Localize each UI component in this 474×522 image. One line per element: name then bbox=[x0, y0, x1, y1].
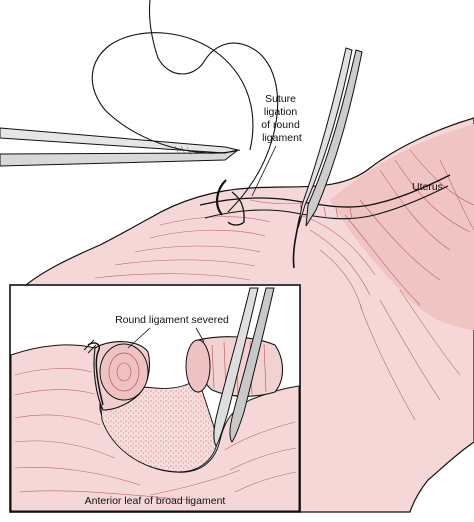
suture-thread bbox=[148, 0, 279, 213]
leader-round-ligament-severed-right bbox=[195, 327, 205, 343]
suture-loop bbox=[91, 32, 254, 154]
label-suture-ligation-line-4: ligament bbox=[262, 132, 302, 144]
stump-left-ligature bbox=[87, 342, 104, 406]
tissue-hatching bbox=[94, 149, 474, 421]
round-ligament-lower-edge bbox=[204, 185, 449, 220]
upper-clamp-right-jaw bbox=[305, 49, 363, 227]
label-suture-ligation-line-3: of round bbox=[261, 119, 300, 131]
leader-suture-ligation bbox=[251, 145, 277, 197]
leader-round-ligament-severed-left bbox=[127, 327, 151, 349]
upper-clamp bbox=[292, 47, 363, 269]
label-round-ligament-severed: Round ligament severed bbox=[115, 314, 229, 349]
stump-left-cut-surface bbox=[99, 343, 149, 401]
inset-panel bbox=[9, 284, 301, 513]
needle-holder bbox=[0, 127, 239, 167]
needle-holder-upper-jaw bbox=[0, 127, 239, 154]
label-suture-ligation-line-1: Suture bbox=[265, 93, 296, 105]
stump-right-cut-surface bbox=[185, 339, 211, 393]
label-suture-ligation: Suture ligation of round ligament bbox=[251, 93, 302, 197]
svg-text:Suture ligation of: Suture ligation of round ligament bbox=[261, 93, 302, 144]
label-uterus: Uterus bbox=[412, 181, 443, 193]
ligature-knot bbox=[227, 191, 245, 226]
round-ligament-stump-right bbox=[185, 336, 284, 397]
needle-holder-lower-jaw bbox=[0, 149, 239, 167]
label-suture-ligation-line-2: ligation bbox=[264, 106, 297, 118]
suture-needle bbox=[216, 179, 227, 216]
label-round-ligament-severed-text: Round ligament severed bbox=[115, 314, 229, 326]
round-ligament bbox=[199, 174, 451, 208]
round-ligament-stump-left bbox=[83, 339, 151, 411]
inset-scissors-blade-left bbox=[213, 287, 259, 447]
inset-scissors bbox=[213, 287, 275, 447]
inset-tissue-hatching bbox=[14, 368, 297, 501]
label-anterior-leaf: Anterior leaf of broad ligament bbox=[85, 495, 226, 507]
upper-clamp-tip bbox=[292, 215, 301, 269]
inset-scissors-blade-right bbox=[229, 287, 275, 443]
